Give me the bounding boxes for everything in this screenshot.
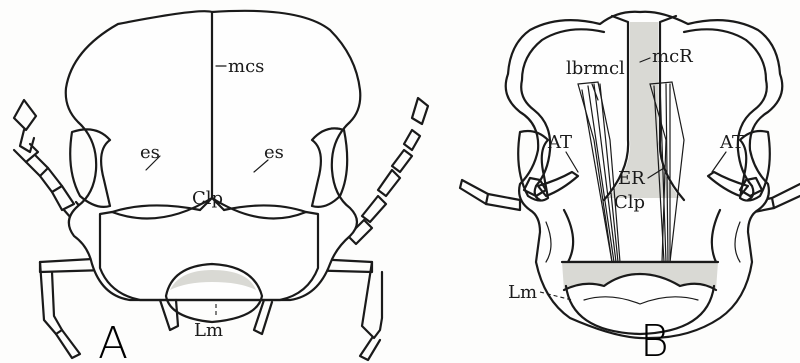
figure-a: mcs es es Clp Lm A <box>14 11 428 363</box>
label-at-left-b: AT <box>547 132 572 153</box>
label-mcs-a: mcs <box>228 56 264 77</box>
panel-label-a: A <box>98 318 128 363</box>
panel-label-b: B <box>640 316 669 363</box>
label-lm-b: Lm <box>508 282 537 303</box>
label-at-right-b: AT <box>719 132 744 153</box>
label-es-right-a: es <box>264 142 284 163</box>
right-antenna-a <box>348 98 428 244</box>
figure-b: lbrmcl mcR AT AT ER Clp Lm B <box>460 12 800 363</box>
label-clp-a: Clp <box>192 188 223 209</box>
label-clp-b: Clp <box>614 192 645 213</box>
label-lbrmcl-b: lbrmcl <box>566 58 625 79</box>
label-lm-a: Lm <box>194 320 223 341</box>
label-er-b: ER <box>618 168 645 189</box>
label-es-left-a: es <box>140 142 160 163</box>
label-mcr-b: mcR <box>652 46 693 67</box>
